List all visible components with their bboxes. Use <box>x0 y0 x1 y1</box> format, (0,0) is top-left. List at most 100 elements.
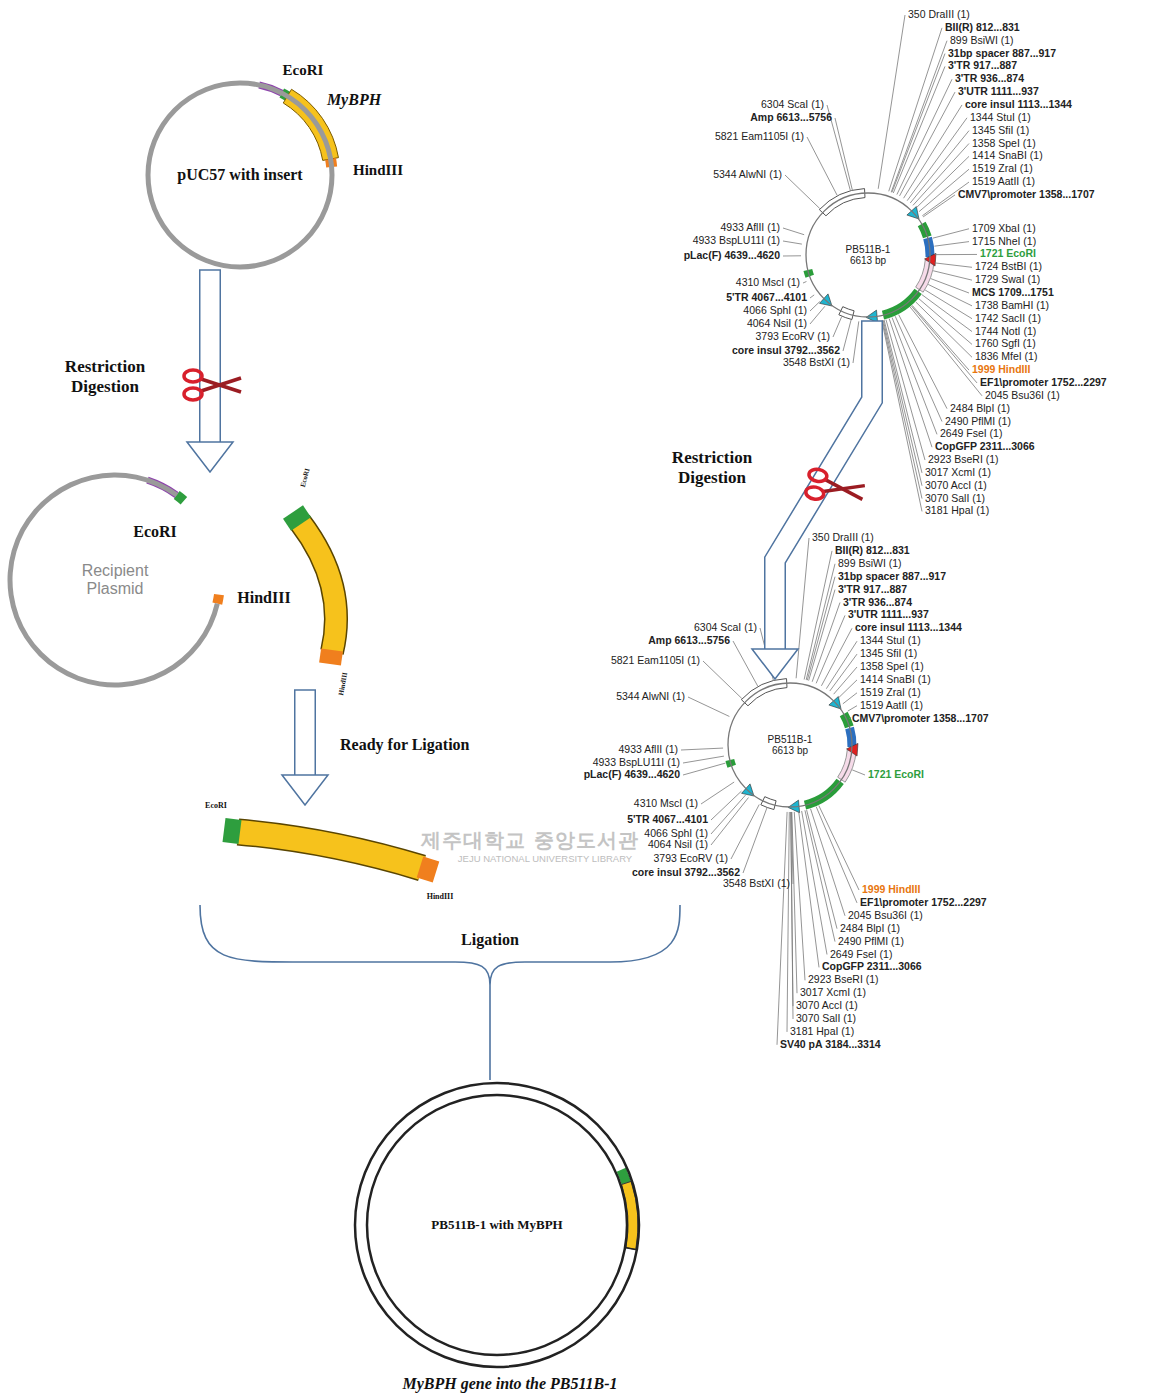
ef1-promoter <box>916 260 935 292</box>
map-label: 350 DraIII (1) <box>908 9 970 21</box>
map-label: 1721 EcoRI <box>980 249 1036 261</box>
map-label: 1358 SpeI (1) <box>860 661 924 673</box>
plasmid-backbone <box>728 683 852 807</box>
leader-line <box>834 667 857 694</box>
step-label: Ligation <box>461 931 519 949</box>
map-label: 1345 SfiI (1) <box>860 648 917 660</box>
leader-line <box>826 641 857 689</box>
map-label: 1742 SacII (1) <box>975 313 1041 325</box>
leader-line <box>807 137 837 195</box>
leader-line <box>810 295 814 298</box>
fragment-outline <box>300 522 336 652</box>
map-label: 899 BsiWI (1) <box>950 35 1014 47</box>
plasmid-map: PB511B-16613 bp <box>728 683 852 807</box>
map-label: 1738 BamHI (1) <box>975 300 1049 312</box>
map-label: 1519 AatII (1) <box>972 176 1035 188</box>
ef1-promoter <box>838 750 857 782</box>
leader-line <box>878 15 905 189</box>
map-label: 5821 Eam1105I (1) <box>611 655 700 667</box>
site-label: EcoRI <box>300 468 312 488</box>
leader-line <box>819 805 859 890</box>
map-label: 3'TR 917...887 <box>948 61 1017 73</box>
map-label: 3548 BstXI (1) <box>783 357 850 369</box>
node-label: PB511B-1 with MyBPH <box>431 1218 562 1233</box>
map-label: 1519 ZraI (1) <box>972 163 1033 175</box>
map-label: 3070 SalI (1) <box>925 493 985 505</box>
node-label: 6613 bp <box>772 745 808 757</box>
map-label: 4066 SphI (1) <box>644 828 708 840</box>
leader-line <box>931 279 969 293</box>
map-label: 3548 BstXI (1) <box>723 878 790 890</box>
leader-line <box>910 307 982 396</box>
map-label: 2490 PflMI (1) <box>838 936 904 948</box>
map-label: core insul 1113...1344 <box>965 99 1072 111</box>
site-label: HindIII <box>427 893 454 902</box>
leader-line <box>796 538 809 678</box>
map-label: 4066 SphI (1) <box>743 305 807 317</box>
map-label: 31bp spacer 887...917 <box>948 48 1056 60</box>
map-label: 1519 AatII (1) <box>860 700 923 712</box>
leader-line <box>935 254 977 255</box>
map-label: 1345 SfiI (1) <box>972 125 1029 137</box>
arrow-head <box>752 649 798 679</box>
map-label: 3017 XcmI (1) <box>800 987 866 999</box>
leader-line <box>681 748 723 750</box>
map-label: 350 DraIII (1) <box>812 532 874 544</box>
leader-line <box>683 763 725 775</box>
map-label: CMV7\promoter 1358...1707 <box>958 189 1095 201</box>
map-label: SV40 pA 3184...3314 <box>780 1039 881 1051</box>
map-label: 1358 SpeI (1) <box>972 138 1036 150</box>
map-label: 4933 BspLU11I (1) <box>693 235 780 247</box>
plasmid-outer-ring <box>355 1083 639 1367</box>
map-label: 4933 AflII (1) <box>618 744 678 756</box>
map-label: 3'TR 936...874 <box>843 597 912 609</box>
map-label: 1999 HindIII <box>862 884 920 896</box>
leader-line <box>703 661 742 698</box>
map-label: core insul 3792...3562 <box>732 345 840 357</box>
leader-line <box>811 809 845 916</box>
map-label: BII(R) 812...831 <box>945 22 1020 34</box>
leader-line <box>799 811 819 967</box>
figure-caption: MyBPH gene into the PB511B-1 <box>402 1375 617 1393</box>
arrow-tail <box>199 269 221 271</box>
leader-line <box>891 41 947 192</box>
leader-line <box>911 306 977 383</box>
map-label: core insul 3792...3562 <box>632 867 740 879</box>
map-label: 5821 Eam1105I (1) <box>715 131 804 143</box>
map-label: 3181 HpaI (1) <box>925 506 989 518</box>
map-label: CopGFP 2311...3066 <box>822 962 922 974</box>
map-label: 1519 ZraI (1) <box>860 687 921 699</box>
ligation-bracket <box>200 905 680 1080</box>
map-label: 1344 StuI (1) <box>860 635 921 647</box>
leader-line <box>821 628 852 686</box>
map-label: 2649 FseI (1) <box>940 429 1002 441</box>
open-plasmid: Recipient Plasmid <box>10 475 220 685</box>
plasmid-circle: pUC57 with insert <box>148 83 332 267</box>
map-label: 2923 BseRI (1) <box>808 975 879 987</box>
leader-line <box>785 175 820 209</box>
plasmid-map-features <box>803 189 935 324</box>
site-label: EcoRI <box>205 802 227 811</box>
leader-line <box>884 320 922 473</box>
map-label: 3'UTR 1111...937 <box>848 610 929 622</box>
leader-line <box>843 693 857 704</box>
map-label: 4933 BspLU11I (1) <box>593 757 680 769</box>
map-label: 5'TR 4067...4101 <box>726 292 807 304</box>
amp-gene <box>819 189 865 216</box>
map-label: 2484 BlpI (1) <box>950 403 1010 415</box>
leader-line <box>805 810 835 941</box>
leader-line <box>683 756 724 763</box>
scissors-handle <box>184 370 202 382</box>
node-label: PB511B-1 <box>846 244 891 256</box>
scissors-blade <box>201 379 241 392</box>
gene-label: MyBPH <box>327 91 381 109</box>
map-label: 3017 XcmI (1) <box>925 467 991 479</box>
scissors-icon <box>805 468 866 507</box>
node-label: 6613 bp <box>850 255 886 267</box>
map-label: 1724 BstBI (1) <box>975 262 1042 274</box>
arrow-tail <box>861 320 883 322</box>
map-label: 3'TR 936...874 <box>955 73 1024 85</box>
leader-line <box>711 795 746 834</box>
step-label: Restriction Digestion <box>40 357 170 396</box>
map-label: 1721 EcoRI <box>868 769 924 781</box>
